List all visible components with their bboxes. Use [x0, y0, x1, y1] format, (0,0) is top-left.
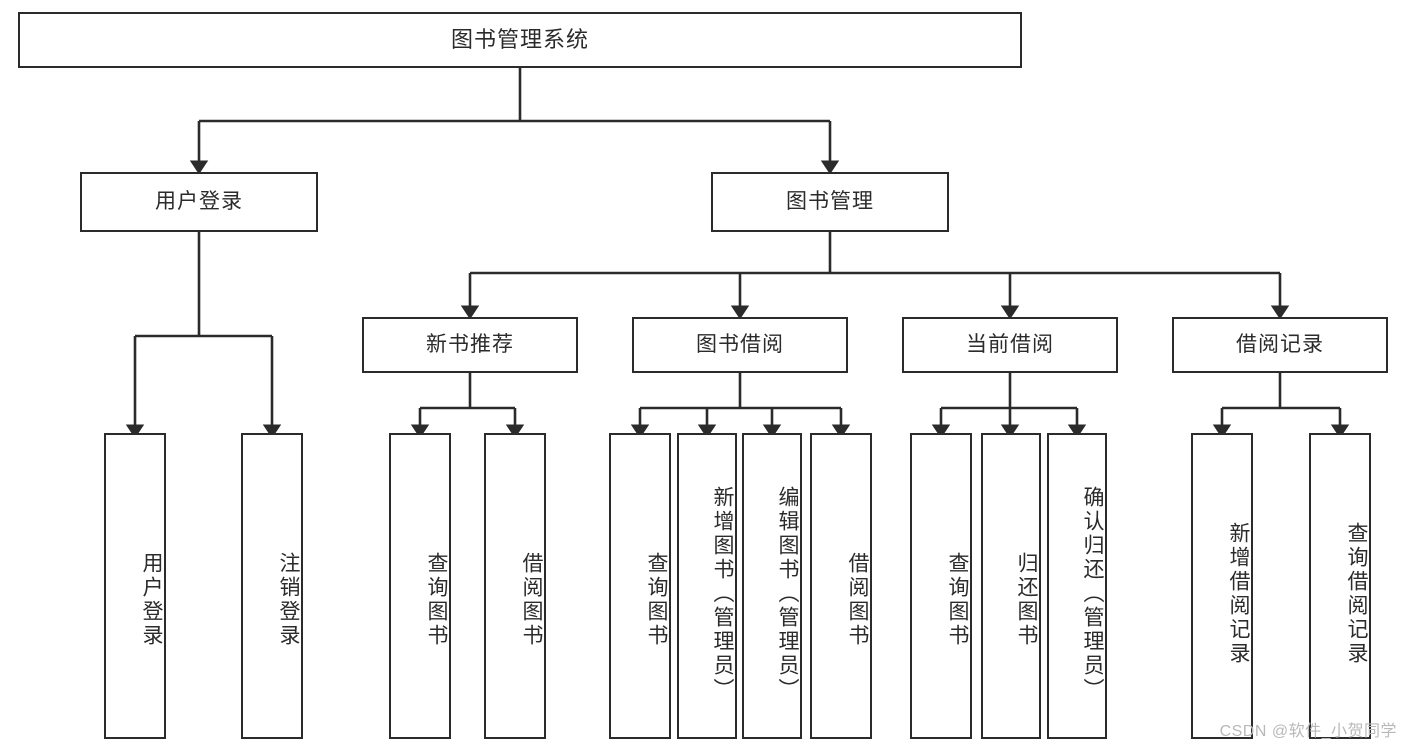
- leaf-query-book-1-label: 查询图书: [425, 552, 448, 648]
- leaf-add-record[interactable]: 新增借阅记录: [1191, 433, 1253, 739]
- leaf-query-book-3-label: 查询图书: [946, 552, 969, 648]
- leaf-add-record-label: 新增借阅记录: [1227, 522, 1250, 666]
- node-current-borrow-label: 当前借阅: [966, 333, 1054, 357]
- node-borrow-record[interactable]: 借阅记录: [1172, 317, 1388, 373]
- node-root-label: 图书管理系统: [450, 26, 589, 52]
- leaf-borrow-book-1-label: 借阅图书: [520, 552, 543, 648]
- leaf-edit-book-label: 编辑图书（管理员）: [776, 486, 799, 702]
- leaf-query-record-label: 查询借阅记录: [1345, 522, 1368, 666]
- node-book-borrow-label: 图书借阅: [696, 333, 784, 357]
- leaf-borrow-book-2[interactable]: 借阅图书: [810, 433, 872, 739]
- node-new-book-recommend[interactable]: 新书推荐: [362, 317, 578, 373]
- leaf-confirm-return[interactable]: 确认归还（管理员）: [1047, 433, 1107, 739]
- leaf-query-book-2-label: 查询图书: [645, 552, 668, 648]
- leaf-user-login-label: 用户登录: [140, 552, 163, 648]
- leaf-add-book-label: 新增图书（管理员）: [711, 486, 734, 702]
- node-book-borrow[interactable]: 图书借阅: [632, 317, 848, 373]
- leaf-borrow-book-2-label: 借阅图书: [846, 552, 869, 648]
- leaf-user-login[interactable]: 用户登录: [104, 433, 166, 739]
- leaf-borrow-book-1[interactable]: 借阅图书: [484, 433, 546, 739]
- leaf-return-book[interactable]: 归还图书: [981, 433, 1041, 739]
- leaf-query-book-1[interactable]: 查询图书: [389, 433, 451, 739]
- node-book-manage-label: 图书管理: [786, 190, 874, 214]
- leaf-query-book-3[interactable]: 查询图书: [910, 433, 972, 739]
- node-user-login-label: 用户登录: [155, 190, 243, 214]
- leaf-edit-book[interactable]: 编辑图书（管理员）: [742, 433, 802, 739]
- node-user-login[interactable]: 用户登录: [80, 172, 318, 232]
- node-book-manage[interactable]: 图书管理: [711, 172, 949, 232]
- leaf-user-logout[interactable]: 注销登录: [241, 433, 303, 739]
- leaf-query-book-2[interactable]: 查询图书: [609, 433, 671, 739]
- csdn-watermark: CSDN @软件_小贺同学: [1219, 723, 1397, 740]
- node-current-borrow[interactable]: 当前借阅: [902, 317, 1118, 373]
- leaf-return-book-label: 归还图书: [1015, 552, 1038, 648]
- leaf-add-book[interactable]: 新增图书（管理员）: [677, 433, 737, 739]
- leaf-query-record[interactable]: 查询借阅记录: [1309, 433, 1371, 739]
- leaf-user-logout-label: 注销登录: [277, 552, 300, 648]
- node-borrow-record-label: 借阅记录: [1236, 333, 1324, 357]
- node-root[interactable]: 图书管理系统: [18, 12, 1022, 68]
- node-new-book-recommend-label: 新书推荐: [426, 333, 514, 357]
- leaf-confirm-return-label: 确认归还（管理员）: [1081, 486, 1104, 702]
